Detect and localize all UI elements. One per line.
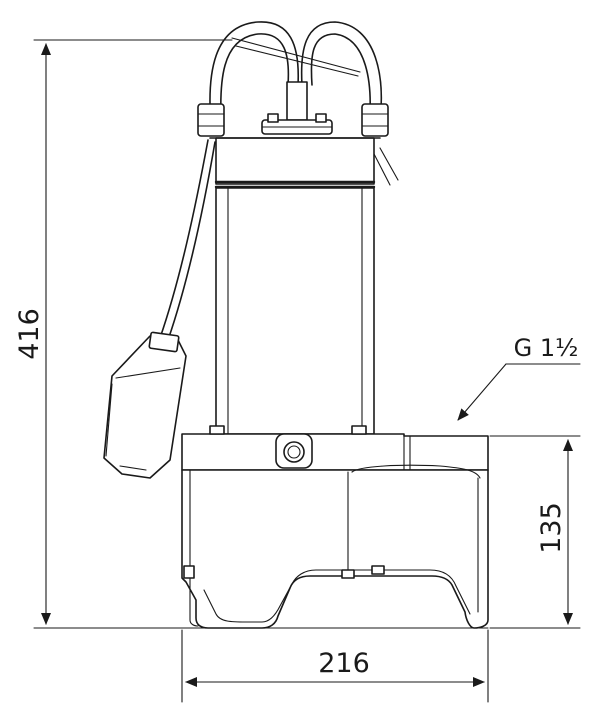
- base-width-dimension: [181, 629, 489, 703]
- overall-height-label: 416: [14, 308, 45, 360]
- discharge-callout: [457, 363, 581, 421]
- overall-height-dimension: [33, 39, 489, 629]
- base-height-dimension: [489, 435, 581, 629]
- cable-gland: [261, 81, 333, 135]
- discharge-callout-label: G 1½: [514, 334, 579, 362]
- motor-housing: [209, 137, 381, 435]
- drain-plug: [275, 433, 313, 469]
- pump-base: [181, 425, 489, 629]
- cable-clamp-left: [197, 103, 225, 137]
- base-height-label: 135: [536, 502, 567, 554]
- cable-clamp-right: [361, 103, 389, 137]
- float-switch-cable: [159, 139, 209, 339]
- float-switch: [103, 331, 187, 479]
- base-width-label: 216: [318, 648, 370, 679]
- power-cable: [209, 21, 399, 186]
